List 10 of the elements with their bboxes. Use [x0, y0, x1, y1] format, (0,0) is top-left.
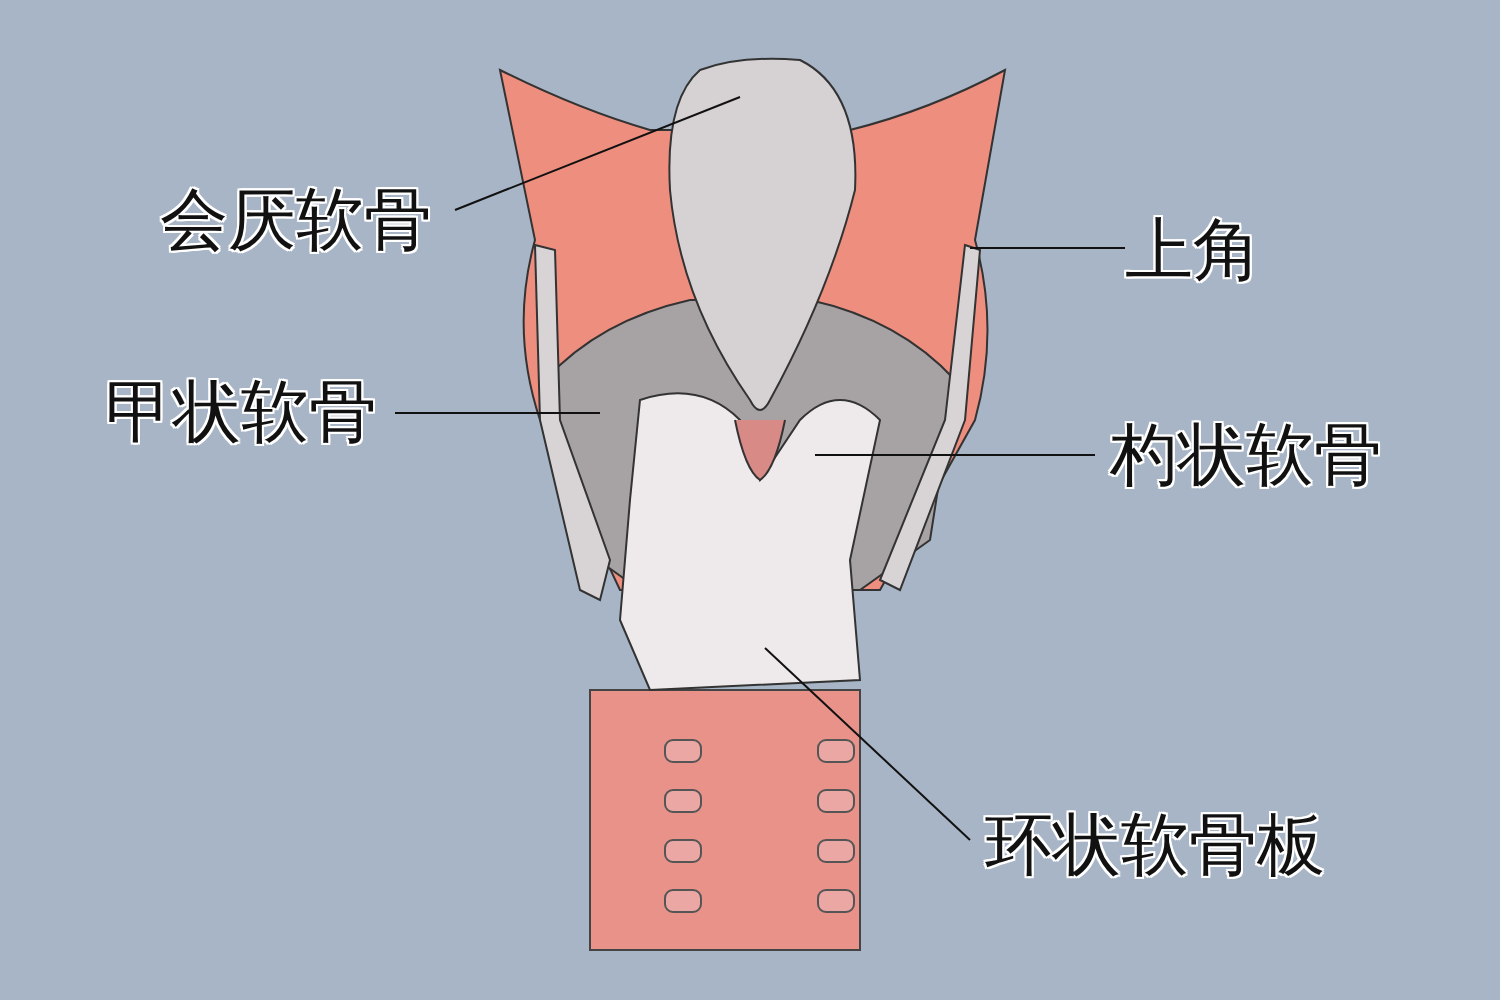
part-label: 上角: [1125, 210, 1261, 290]
leader-line: [969, 247, 1126, 249]
leader-line: [394, 412, 601, 414]
leader-line: [454, 96, 741, 211]
leader-line: [814, 454, 1096, 456]
part-label: 会厌软骨: [160, 180, 432, 260]
part-label: 甲状软骨: [105, 372, 377, 452]
part-label: 杓状软骨: [1110, 415, 1382, 495]
part-label: 环状软骨板: [985, 805, 1325, 885]
leader-line: [764, 647, 971, 841]
